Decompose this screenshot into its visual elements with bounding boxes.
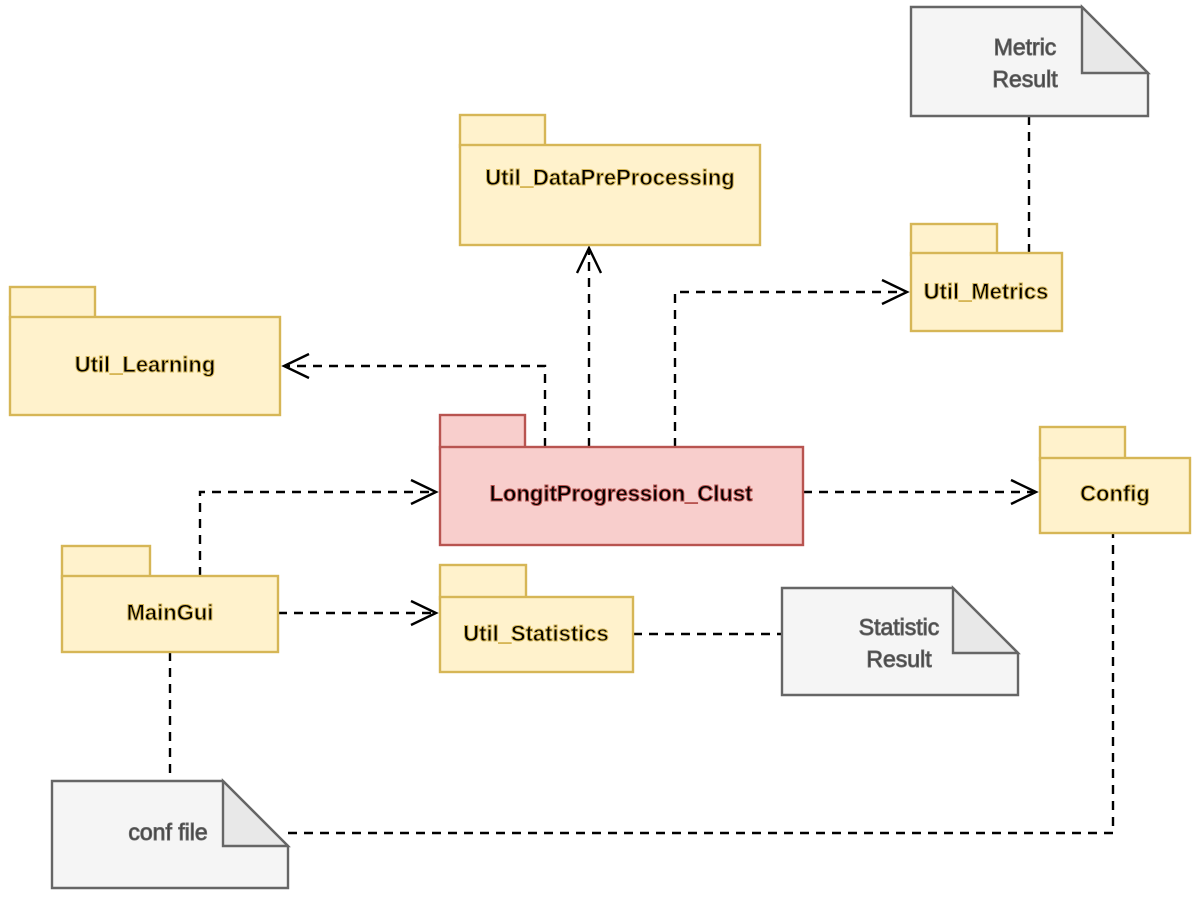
note-fold	[1080, 4, 1151, 75]
package-body	[458, 143, 762, 247]
note-label: conf file	[128, 819, 207, 845]
package-label: Util_DataPreProcessing	[485, 165, 734, 190]
package-label: Util_Statistics	[463, 621, 609, 646]
package-tab	[60, 544, 152, 580]
package-body	[909, 251, 1064, 333]
package-util-metrics: Util_Metrics	[909, 222, 1064, 333]
edge-conf-file-to-config	[288, 534, 1115, 835]
package-config: Config	[1038, 425, 1192, 535]
edge-longit-to-datapreprocessing-arrow	[575, 245, 603, 274]
note-label-line1: Metric	[994, 34, 1057, 60]
package-body	[8, 315, 282, 417]
package-tab	[8, 285, 97, 321]
package-body	[60, 574, 280, 654]
note-label-line1: Statistic	[859, 614, 940, 640]
edge-maingui-to-statistics-arrow	[410, 599, 439, 627]
package-tab	[458, 113, 547, 149]
package-tab	[438, 413, 527, 451]
edge-maingui-to-longit-arrow	[410, 478, 439, 506]
note-statistic-result: Statistic Result	[780, 585, 1021, 697]
edge-maingui-to-longit	[198, 490, 433, 576]
package-tab	[1038, 425, 1127, 462]
package-label: MainGui	[127, 600, 214, 625]
package-longitprogression-clust: LongitProgression_Clust	[438, 413, 805, 547]
package-util-datapreprocessing: Util_DataPreProcessing	[458, 113, 762, 247]
note-label-line2: Result	[992, 66, 1058, 92]
note-label-line2: Result	[866, 646, 932, 672]
package-tab	[438, 563, 528, 601]
edge-longit-to-learning-arrow	[281, 352, 310, 380]
package-maingui: MainGui	[60, 544, 280, 654]
edge-longit-to-metrics-arrow	[881, 278, 910, 306]
package-label: Util_Learning	[75, 352, 216, 377]
edge-longit-to-config-arrow	[1010, 478, 1039, 506]
package-label: Util_Metrics	[924, 279, 1049, 304]
package-util-learning: Util_Learning	[8, 285, 282, 417]
note-fold	[221, 778, 291, 848]
edges	[168, 116, 1115, 835]
note-fold	[951, 585, 1021, 655]
edge-longit-to-metrics	[673, 290, 904, 447]
package-label: Config	[1080, 481, 1150, 506]
package-util-statistics: Util_Statistics	[438, 563, 635, 674]
package-label: LongitProgression_Clust	[490, 481, 753, 506]
package-body	[1038, 456, 1192, 535]
package-body	[438, 595, 635, 674]
note-metric-result: Metric Result	[909, 4, 1151, 118]
note-conf-file: conf file	[50, 778, 291, 890]
edge-longit-to-learning	[287, 364, 547, 447]
package-tab	[909, 222, 999, 257]
package-body	[438, 445, 805, 547]
